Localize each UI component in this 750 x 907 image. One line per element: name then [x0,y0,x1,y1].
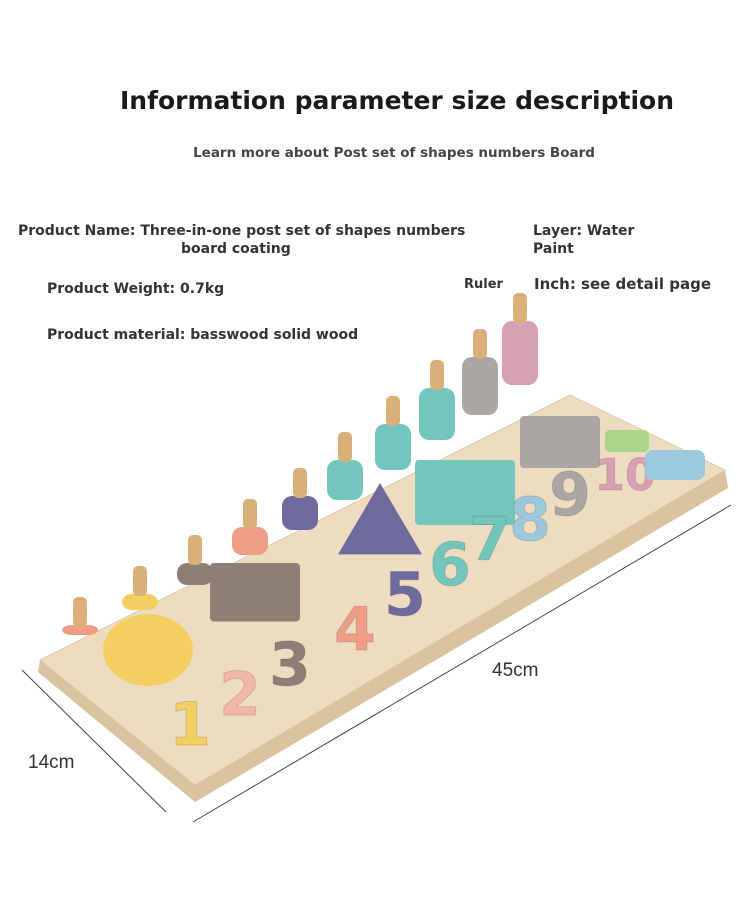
weight-spec: Product Weight: 0.7kg [47,281,225,297]
peg-stack [462,329,498,415]
peg-stack [177,535,213,585]
ruler-value: Inch: see detail page [534,275,712,293]
peg-stacks [62,293,600,686]
shape-stack [520,416,600,468]
material-spec: Product material: basswood solid wood [47,327,359,343]
blue-block [645,450,705,480]
board-number: 6 [429,530,471,600]
peg-stack [327,432,363,500]
product-name-continued: board coating [181,241,291,257]
peg-stack [62,597,98,635]
board-number: 3 [269,630,311,700]
board-number: 7 [469,505,511,575]
product-name: Product Name: Three-in-one post set of s… [18,223,466,239]
peg-stack [419,360,455,440]
shape-stack [210,563,300,622]
length-dimension-line [192,504,732,823]
peg-stack [282,468,318,530]
board-number: 8 [509,485,551,555]
board-top [39,394,727,786]
width-label: 14cm [28,752,75,773]
board-number: 2 [219,660,261,730]
peg-stack [232,499,268,555]
width-dimension-line [21,669,167,813]
shape-stack [415,460,515,525]
length-label: 45cm [492,660,539,681]
ruler-label: Ruler [464,277,503,292]
layer-spec: Layer: Water [533,223,635,239]
board-number: 9 [549,460,591,530]
layer-spec-continued: Paint [533,241,574,257]
board-number: 1 [169,690,211,760]
board-number: 4 [334,595,376,665]
page-title: Information parameter size description [119,86,674,115]
board-number: 5 [384,560,426,630]
shape-stack [338,483,422,555]
peg-stack [502,293,538,385]
shape-stack [103,614,193,686]
green-block [605,430,649,452]
peg-stack [122,566,158,610]
peg-stack [375,396,411,470]
page-subtitle: Learn more about Post set of shapes numb… [193,145,595,161]
